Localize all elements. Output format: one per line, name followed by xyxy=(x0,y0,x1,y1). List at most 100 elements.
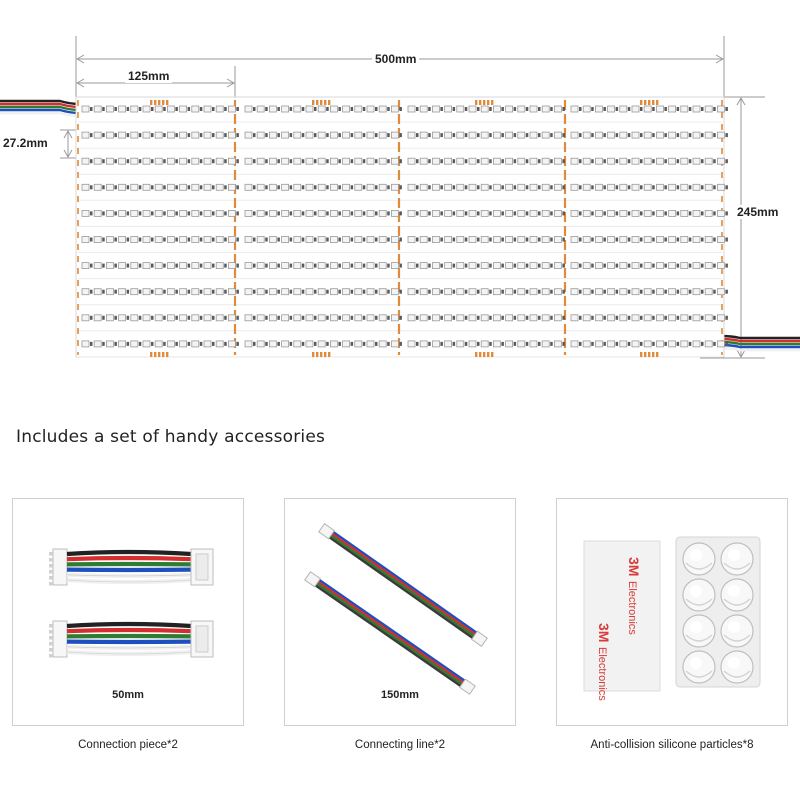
resistor xyxy=(640,341,643,346)
led-chip xyxy=(244,209,253,217)
resistor xyxy=(513,159,517,164)
resistor xyxy=(627,211,631,216)
resistor xyxy=(477,159,480,164)
led-chip xyxy=(643,105,652,113)
resistor xyxy=(501,263,504,268)
resistor xyxy=(627,289,631,294)
led-chip xyxy=(631,183,640,191)
resistor xyxy=(236,263,239,268)
led-chip xyxy=(317,340,326,348)
resistor xyxy=(236,315,239,320)
led-chip xyxy=(570,314,579,322)
led-chip xyxy=(444,340,453,348)
resistor xyxy=(538,133,541,138)
led-chip xyxy=(619,314,628,322)
led-chip xyxy=(582,236,591,243)
led-chip xyxy=(570,288,579,296)
led-chip xyxy=(268,157,277,165)
resistor xyxy=(550,237,553,242)
resistor xyxy=(416,263,419,268)
resistor xyxy=(676,341,680,346)
resistor xyxy=(652,107,655,111)
led-chip xyxy=(656,157,664,165)
led-chip xyxy=(492,183,501,191)
led-chip xyxy=(179,209,188,217)
led-chip xyxy=(717,209,725,217)
led-chip xyxy=(468,105,477,113)
resistor xyxy=(489,107,492,111)
resistor xyxy=(579,107,582,111)
resistor xyxy=(199,263,203,268)
wire-outline xyxy=(66,651,192,655)
resistor xyxy=(163,185,166,190)
resistor xyxy=(464,289,468,294)
led-chip xyxy=(354,131,363,139)
resistor xyxy=(212,237,215,242)
led-chip xyxy=(390,288,399,296)
resistor xyxy=(399,289,402,294)
resistor xyxy=(102,315,105,320)
resistor xyxy=(591,133,594,138)
resistor xyxy=(301,263,305,268)
resistor xyxy=(399,185,402,190)
led-chip xyxy=(106,131,114,139)
resistor xyxy=(562,185,565,190)
led-chip xyxy=(317,183,326,191)
resistor xyxy=(713,159,716,164)
led-chip xyxy=(656,262,664,270)
led-chip xyxy=(81,131,90,139)
led-chip xyxy=(354,340,363,348)
led-chip xyxy=(203,131,212,139)
connector-pin xyxy=(49,630,53,634)
led-chip xyxy=(692,288,701,296)
resistor xyxy=(387,315,390,320)
solder-pad xyxy=(475,100,478,105)
output-wire xyxy=(719,337,800,343)
resistor xyxy=(550,341,553,346)
led-chip xyxy=(692,157,701,165)
led-chip xyxy=(293,157,302,165)
led-chip xyxy=(541,105,550,113)
led-chip xyxy=(390,183,399,191)
led-chip xyxy=(203,262,212,270)
led-chip xyxy=(215,288,224,296)
bumper-shadow xyxy=(685,562,713,570)
resistor xyxy=(375,341,378,346)
resistor xyxy=(175,211,178,216)
resistor xyxy=(615,289,619,294)
led-chip xyxy=(541,340,550,348)
resistor xyxy=(253,341,256,346)
resistor xyxy=(652,315,655,320)
led-chip xyxy=(106,209,114,217)
resistor xyxy=(277,263,280,268)
led-chip xyxy=(81,105,90,113)
led-chip xyxy=(390,262,399,270)
resistor xyxy=(688,315,692,320)
led-chip xyxy=(619,262,628,270)
resistor xyxy=(452,237,456,242)
led-chip xyxy=(305,209,314,217)
resistor xyxy=(640,263,643,268)
led-chip xyxy=(268,131,277,139)
resistor xyxy=(701,289,704,294)
resistor xyxy=(265,315,268,320)
led-chip xyxy=(631,314,640,322)
resistor xyxy=(688,237,692,242)
led-chip xyxy=(468,209,477,217)
solder-pad xyxy=(162,352,165,357)
resistor xyxy=(399,211,402,216)
resistor xyxy=(477,237,480,242)
resistor xyxy=(603,315,606,320)
resistor xyxy=(440,133,443,138)
resistor xyxy=(265,211,268,216)
led-chip xyxy=(554,183,562,191)
resistor xyxy=(725,263,728,268)
resistor xyxy=(627,341,631,346)
resistor xyxy=(579,341,582,346)
led-chip xyxy=(93,209,102,217)
resistor xyxy=(591,237,594,242)
output-wire xyxy=(719,343,800,349)
solder-pad xyxy=(656,100,659,105)
resistor xyxy=(562,211,565,216)
led-chip xyxy=(407,183,416,191)
